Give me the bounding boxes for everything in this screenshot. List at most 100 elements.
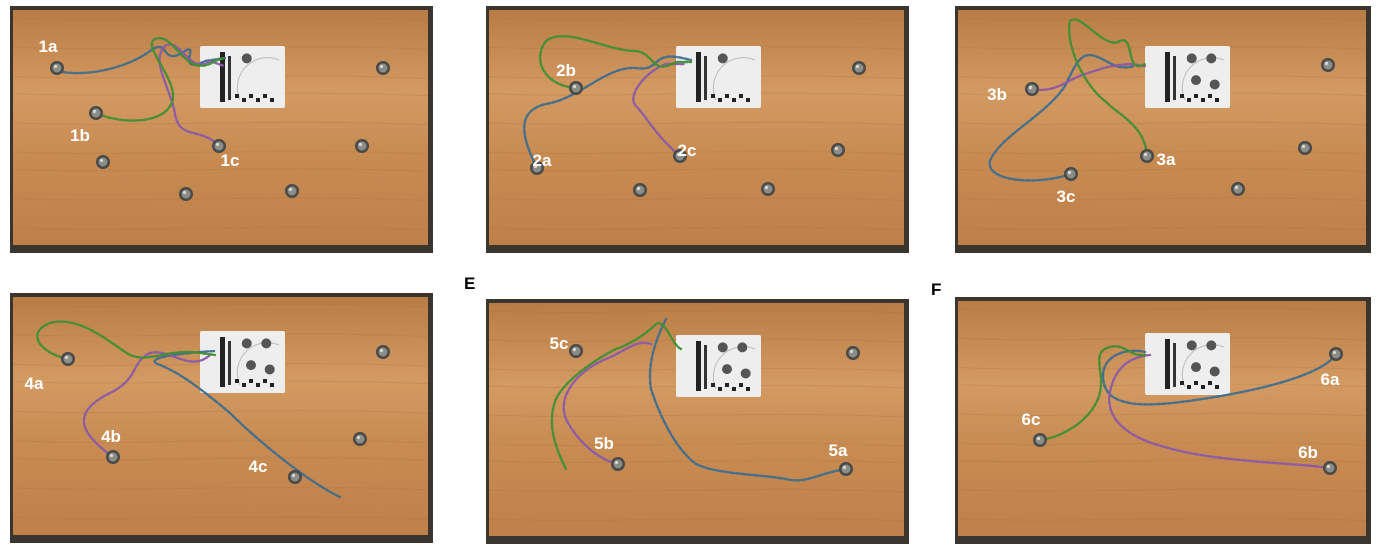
wood-grain: [488, 16, 905, 21]
trial-label: 3a: [1157, 150, 1176, 169]
board-puck: [241, 53, 252, 64]
board-marker: [249, 94, 253, 98]
robot-puck: [1321, 58, 1335, 72]
trajectory-purple: [158, 43, 226, 148]
trajectory-green: [1068, 18, 1149, 158]
board-marker: [1208, 381, 1212, 385]
wood-grain: [488, 197, 905, 202]
robot-puck: [569, 81, 583, 95]
trajectory-green: [94, 36, 226, 122]
trajectory-blue: [523, 55, 693, 170]
trajectory-purple: [1108, 353, 1332, 470]
board-wall: [220, 337, 225, 387]
board-marker: [270, 383, 274, 387]
trial-label: 6c: [1022, 410, 1041, 429]
board-marker: [1187, 98, 1191, 102]
board-marker: [235, 94, 239, 98]
trial-label: 6b: [1298, 443, 1318, 462]
trial-label: 4c: [249, 457, 268, 476]
trial-label: 1c: [221, 151, 240, 170]
robot-puck: [1329, 347, 1343, 361]
trial-label: 4b: [101, 427, 121, 446]
board-marker: [242, 383, 246, 387]
robot-puck: [179, 187, 193, 201]
board-marker: [1215, 98, 1219, 102]
board-marker: [711, 94, 715, 98]
board-marker: [256, 383, 260, 387]
wood-grain: [488, 517, 905, 522]
robot-puck: [353, 432, 367, 446]
trajectory-blue: [153, 349, 342, 499]
wood-grain: [957, 168, 1367, 172]
wood-grain: [488, 442, 905, 447]
trajectory-blue: [1101, 349, 1338, 406]
robot-puck: [89, 106, 103, 120]
robot-puck: [355, 139, 369, 153]
trial-label: 6a: [1321, 370, 1340, 389]
board-marker: [270, 98, 274, 102]
board-wall: [704, 56, 707, 100]
trajectory-blue: [648, 317, 848, 482]
board-marker: [256, 98, 260, 102]
wood-grain: [488, 488, 905, 493]
board-puck: [1206, 340, 1217, 351]
trajectory-green: [36, 320, 217, 361]
board-marker: [746, 387, 750, 391]
robot-puck: [761, 182, 775, 196]
board-marker: [1201, 98, 1205, 102]
robot-puck: [831, 143, 845, 157]
board-marker: [725, 383, 729, 387]
robot-puck: [376, 61, 390, 75]
wood-grain: [12, 486, 429, 491]
board-marker: [1180, 381, 1184, 385]
trial-label: 2c: [678, 141, 697, 160]
board-wall: [220, 52, 225, 102]
board-puck: [246, 360, 256, 371]
robot-puck: [96, 155, 110, 169]
robot-puck: [1298, 141, 1312, 155]
robot-puck: [212, 139, 226, 153]
board-wall: [696, 52, 701, 102]
board-puck: [722, 364, 732, 375]
trial-label: 1a: [39, 37, 58, 56]
wood-grain: [488, 309, 905, 314]
wood-grain: [957, 488, 1367, 493]
robot-puck: [1064, 167, 1078, 181]
panel-1: 1a 1b 1c: [10, 6, 433, 253]
board-puck: [717, 53, 728, 64]
wood-grain: [12, 168, 429, 172]
wood-grain: [12, 410, 429, 414]
panel-letter-e: E: [464, 274, 476, 293]
wood-grain: [488, 226, 905, 231]
board-puck: [1191, 362, 1201, 373]
board-wall: [696, 341, 701, 391]
wood-table: [489, 10, 904, 245]
board-puck: [1191, 75, 1201, 86]
board-wall: [1173, 343, 1176, 387]
robot-puck: [569, 344, 583, 358]
trajectory-purple: [562, 341, 653, 466]
board-marker: [1194, 94, 1198, 98]
wood-grain: [12, 516, 429, 520]
board-marker: [739, 383, 743, 387]
wood-grain: [12, 197, 429, 202]
board-wall: [1173, 56, 1176, 100]
robot-puck: [1231, 182, 1245, 196]
wood-grain: [12, 226, 429, 231]
board-wall: [1165, 52, 1170, 102]
board-marker: [249, 379, 253, 383]
trajectory-purple: [1030, 62, 1147, 92]
board-marker: [1180, 94, 1184, 98]
trajectory-purple: [632, 62, 686, 158]
board-puck: [1209, 366, 1220, 377]
board-arc: [236, 57, 280, 101]
board-marker: [725, 94, 729, 98]
robot-puck: [1025, 82, 1039, 96]
trial-label: 1b: [70, 126, 90, 145]
wood-grain: [957, 412, 1367, 417]
board-wall: [704, 345, 707, 389]
